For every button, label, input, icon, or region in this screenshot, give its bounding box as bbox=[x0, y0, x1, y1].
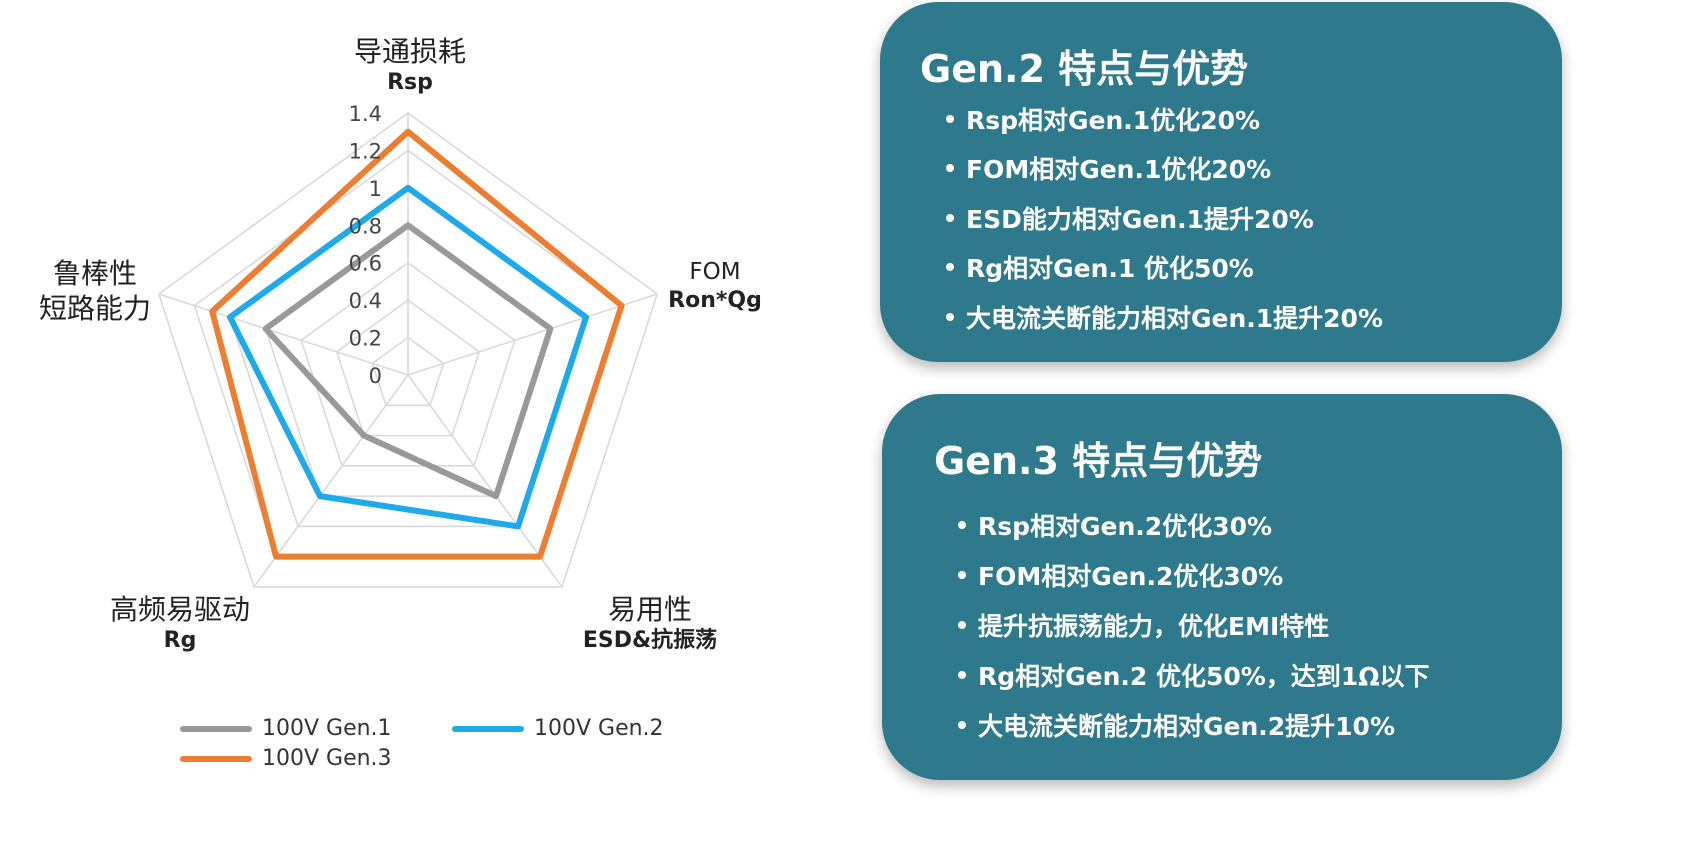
grid-ring bbox=[335, 299, 481, 437]
axis-label-fom-en: FOM bbox=[689, 259, 741, 285]
gen2-feature-text: Rg相对Gen.1 优化50% bbox=[966, 254, 1254, 284]
axis-label-rg-cn: 高频易驱动 bbox=[109, 593, 250, 626]
legend-label-gen1: 100V Gen.1 bbox=[262, 716, 392, 741]
gen2-card-title: Gen.2 特点与优势 bbox=[920, 47, 1249, 91]
gen3-feature-item: 提升抗振荡能力，优化EMI特性 bbox=[958, 600, 1430, 650]
gen2-feature-item: Rsp相对Gen.1优化20% bbox=[946, 94, 1383, 144]
axis-label-rsp-cn: 导通损耗 bbox=[353, 35, 466, 68]
gen3-feature-item: Rg相对Gen.2 优化50%，达到1Ω以下 bbox=[958, 650, 1430, 700]
radar-grid bbox=[157, 112, 659, 588]
tick-label: 0.4 bbox=[349, 289, 382, 313]
axis-label-ease: 易用性 ESD&抗振荡 bbox=[560, 592, 740, 655]
axis-label-robust-sub: 短路能力 bbox=[38, 292, 151, 325]
legend-item-gen2: 100V Gen.2 bbox=[452, 716, 664, 741]
axis-label-rsp: 导通损耗 Rsp bbox=[330, 34, 490, 97]
axis-label-rg-en: Rg bbox=[163, 628, 197, 653]
gen3-feature-text: FOM相对Gen.2优化30% bbox=[978, 562, 1284, 591]
gen3-feature-item: 大电流关断能力相对Gen.2提升10% bbox=[958, 700, 1430, 750]
tick-label: 1 bbox=[369, 177, 382, 201]
gen2-feature-text: FOM相对Gen.1优化20% bbox=[966, 155, 1272, 185]
gen2-feature-text: ESD能力相对Gen.1提升20% bbox=[966, 204, 1314, 234]
bullet-icon bbox=[946, 263, 954, 272]
gen2-feature-item: 大电流关断能力相对Gen.1提升20% bbox=[946, 292, 1383, 342]
legend-item-gen1: 100V Gen.1 bbox=[180, 716, 392, 741]
series-line-gen3 bbox=[209, 128, 625, 560]
tick-label: 0 bbox=[369, 364, 382, 388]
gen2-feature-list: Rsp相对Gen.1优化20% FOM相对Gen.1优化20% ESD能力相对G… bbox=[946, 94, 1383, 342]
axis-label-robust-cn: 鲁棒性 bbox=[52, 257, 137, 290]
radar-chart: 0 0.2 0.4 0.6 0.8 1 1.2 1.4 bbox=[157, 102, 659, 588]
axis-label-fom: FOM Ron*Qg bbox=[650, 258, 780, 314]
legend-swatch-gen1 bbox=[180, 725, 252, 732]
legend-label-gen3: 100V Gen.3 bbox=[262, 746, 392, 771]
grid-ring bbox=[371, 336, 445, 407]
grid-spoke bbox=[253, 374, 409, 588]
tick-label: 0.8 bbox=[349, 214, 382, 238]
bullet-icon bbox=[946, 312, 954, 321]
legend-swatch-gen2 bbox=[452, 725, 524, 732]
gen2-feature-card: Gen.2 特点与优势 Rsp相对Gen.1优化20% FOM相对Gen.1优化… bbox=[880, 2, 1562, 362]
bullet-icon bbox=[958, 571, 966, 579]
bullet-icon bbox=[958, 521, 966, 529]
gen2-feature-item: Rg相对Gen.1 优化50% bbox=[946, 243, 1383, 293]
gen3-feature-list: Rsp相对Gen.2优化30% FOM相对Gen.2优化30% 提升抗振荡能力，… bbox=[958, 500, 1430, 750]
gen3-feature-text: 大电流关断能力相对Gen.2提升10% bbox=[978, 712, 1396, 741]
gen3-feature-item: Rsp相对Gen.2优化30% bbox=[958, 500, 1430, 550]
grid-ring bbox=[300, 261, 516, 467]
gen2-feature-text: 大电流关断能力相对Gen.1提升20% bbox=[966, 303, 1384, 333]
tick-label: 1.4 bbox=[349, 102, 382, 126]
series-line-gen1 bbox=[262, 222, 554, 500]
tick-label: 0.2 bbox=[349, 327, 382, 351]
gen3-feature-item: FOM相对Gen.2优化30% bbox=[958, 550, 1430, 600]
axis-label-ease-cn: 易用性 bbox=[607, 593, 692, 626]
radar-tick-labels: 0 0.2 0.4 0.6 0.8 1 1.2 1.4 bbox=[349, 102, 382, 388]
legend-label-gen2: 100V Gen.2 bbox=[534, 716, 664, 741]
axis-label-fom-sub: Ron*Qg bbox=[668, 287, 762, 313]
grid-spoke bbox=[407, 293, 658, 376]
axis-label-robust: 鲁棒性 短路能力 bbox=[20, 256, 170, 326]
axis-label-rg: 高频易驱动 Rg bbox=[95, 592, 265, 655]
gen3-feature-text: 提升抗振荡能力，优化EMI特性 bbox=[978, 612, 1330, 641]
bullet-icon bbox=[958, 621, 966, 629]
bullet-icon bbox=[946, 213, 954, 222]
axis-label-ease-sub: ESD&抗振荡 bbox=[582, 628, 718, 653]
legend-swatch-gen3 bbox=[180, 755, 252, 762]
grid-ring bbox=[157, 112, 659, 588]
grid-spoke bbox=[158, 293, 409, 376]
grid-spoke bbox=[407, 374, 563, 588]
tick-label: 0.6 bbox=[349, 252, 382, 276]
bullet-icon bbox=[946, 164, 954, 173]
gen3-feature-text: Rg相对Gen.2 优化50%，达到1Ω以下 bbox=[978, 662, 1430, 691]
bullet-icon bbox=[958, 671, 966, 679]
series-line-gen2 bbox=[227, 184, 589, 530]
tick-label: 1.2 bbox=[349, 139, 382, 163]
gen2-feature-item: FOM相对Gen.1优化20% bbox=[946, 144, 1383, 194]
legend-item-gen3: 100V Gen.3 bbox=[180, 746, 392, 771]
axis-label-rsp-en: Rsp bbox=[387, 70, 433, 95]
gen2-feature-text: Rsp相对Gen.1优化20% bbox=[966, 105, 1261, 135]
radar-series bbox=[209, 128, 625, 560]
bullet-icon bbox=[946, 114, 954, 123]
gen3-feature-text: Rsp相对Gen.2优化30% bbox=[978, 512, 1273, 541]
gen2-feature-item: ESD能力相对Gen.1提升20% bbox=[946, 193, 1383, 243]
gen3-feature-card: Gen.3 特点与优势 Rsp相对Gen.2优化30% FOM相对Gen.2优化… bbox=[882, 394, 1562, 780]
bullet-icon bbox=[958, 721, 966, 729]
gen3-card-title: Gen.3 特点与优势 bbox=[934, 439, 1263, 483]
